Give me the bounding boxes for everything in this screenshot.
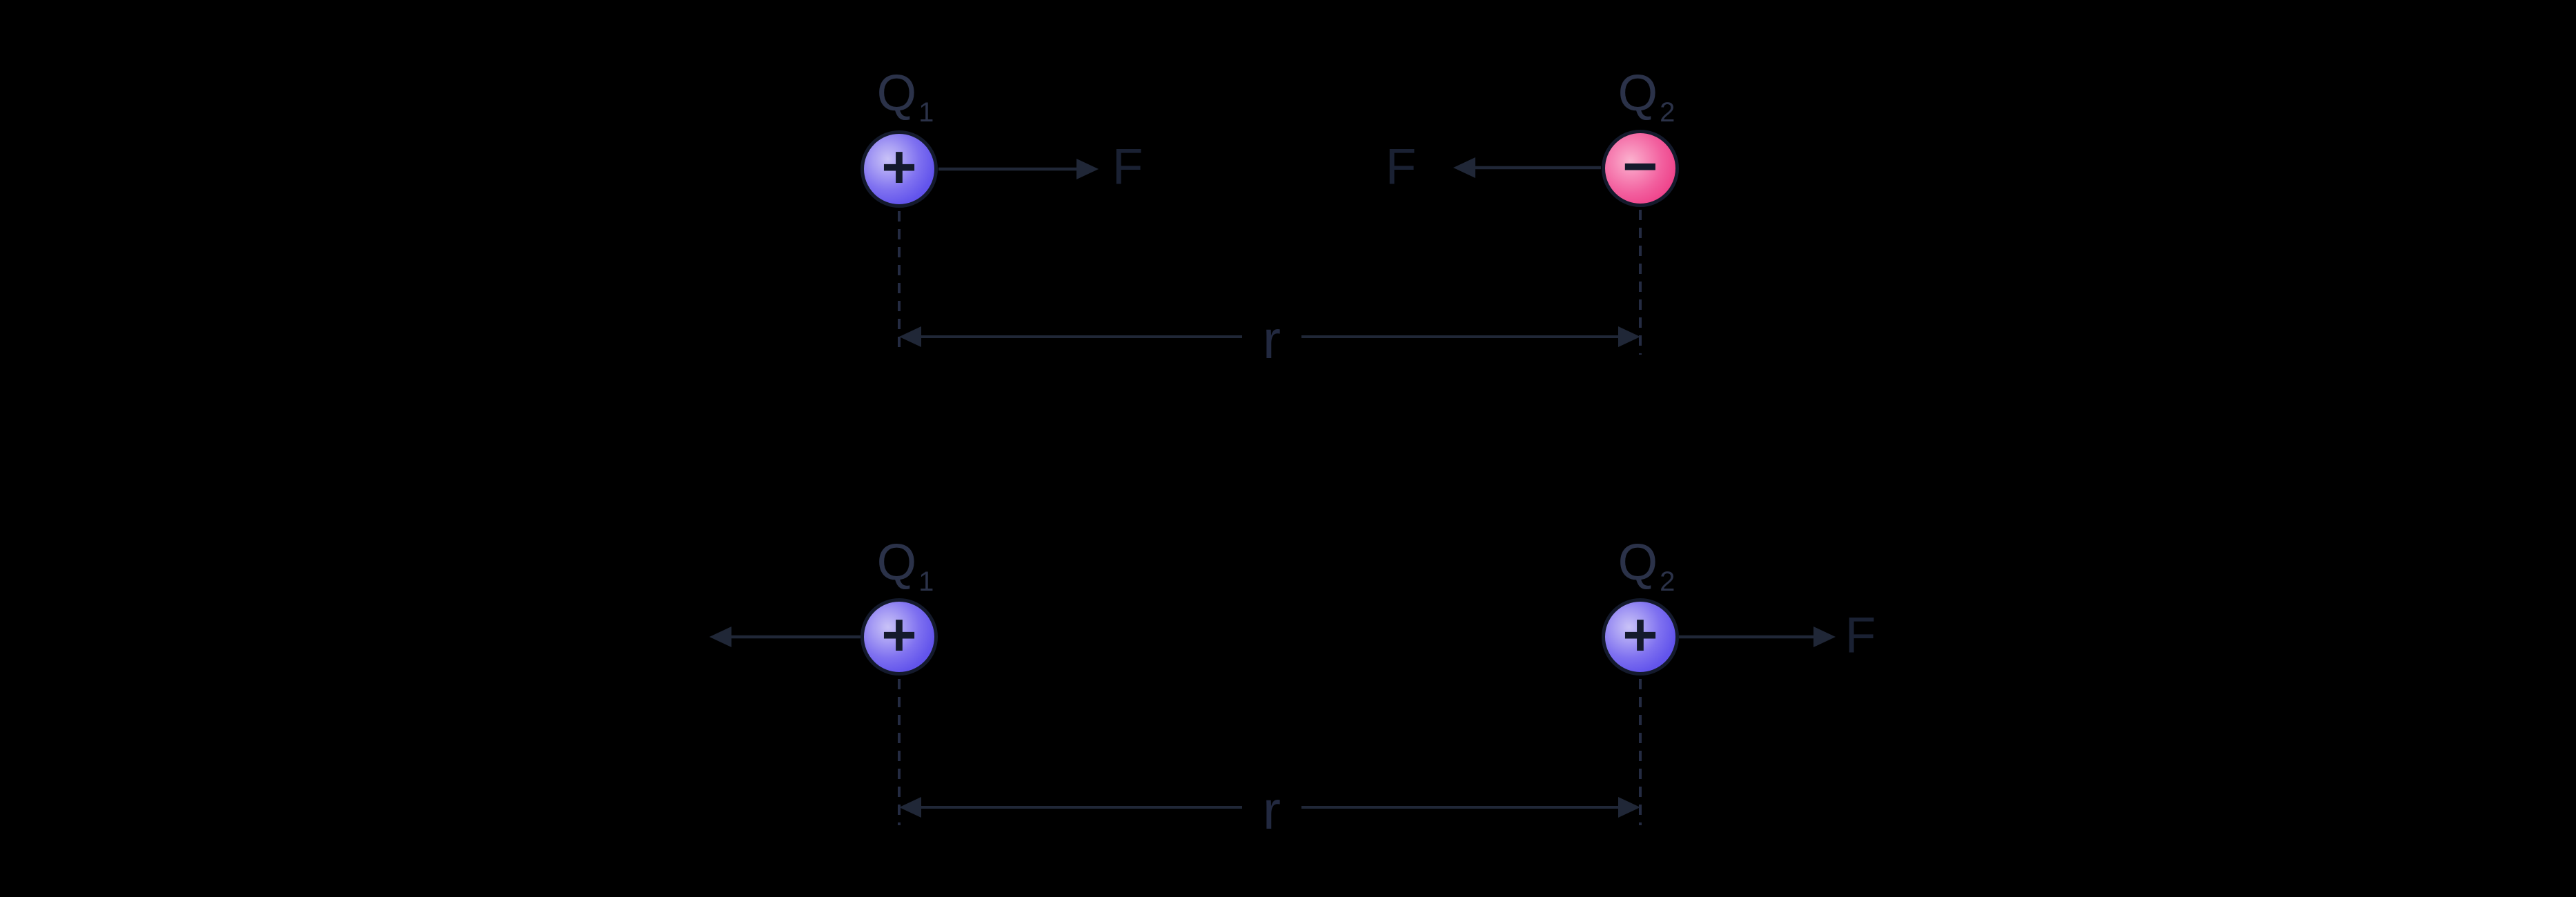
force-arrow-left-head: [1453, 157, 1475, 178]
charge-label-q2: Q2: [1618, 68, 1675, 127]
force-arrow-right-head: [1813, 627, 1836, 647]
charge-sphere-q2-positive: +: [1602, 598, 1679, 676]
distance-arrow-left-head: [899, 326, 921, 347]
distance-arrow-right-head: [1618, 797, 1640, 818]
charge-sign-plus: +: [881, 600, 917, 669]
force-arrow-right-head: [1076, 159, 1099, 179]
charge-label-q1: Q1: [877, 537, 934, 596]
charge-label-base: Q: [1618, 533, 1658, 591]
charge-sphere-q1-positive: +: [861, 130, 938, 208]
distance-arrow-right-head: [1618, 326, 1640, 347]
distance-label: r: [1263, 309, 1281, 370]
charge-label-subscript: 1: [918, 566, 934, 597]
charge-sphere-q2-negative: −: [1602, 130, 1679, 207]
charge-sign-plus: +: [1622, 600, 1658, 669]
force-arrow-left-head: [709, 627, 731, 647]
charge-label-q1: Q1: [877, 68, 934, 127]
force-label: F: [1112, 139, 1143, 195]
charge-label-base: Q: [876, 533, 917, 591]
charge-label-subscript: 1: [918, 97, 934, 128]
force-label: F: [1845, 607, 1876, 664]
charge-sign-plus: +: [881, 132, 917, 201]
charge-label-subscript: 2: [1660, 97, 1675, 128]
charge-label-q2: Q2: [1618, 537, 1675, 596]
charge-label-base: Q: [876, 64, 917, 121]
distance-label: r: [1263, 780, 1281, 840]
charge-label-subscript: 2: [1660, 566, 1675, 597]
charge-sign-minus: −: [1622, 132, 1658, 200]
distance-arrow-left-head: [899, 797, 921, 818]
charge-label-base: Q: [1618, 64, 1658, 121]
force-label: F: [1385, 139, 1417, 195]
charge-sphere-q1-positive: +: [861, 598, 938, 676]
